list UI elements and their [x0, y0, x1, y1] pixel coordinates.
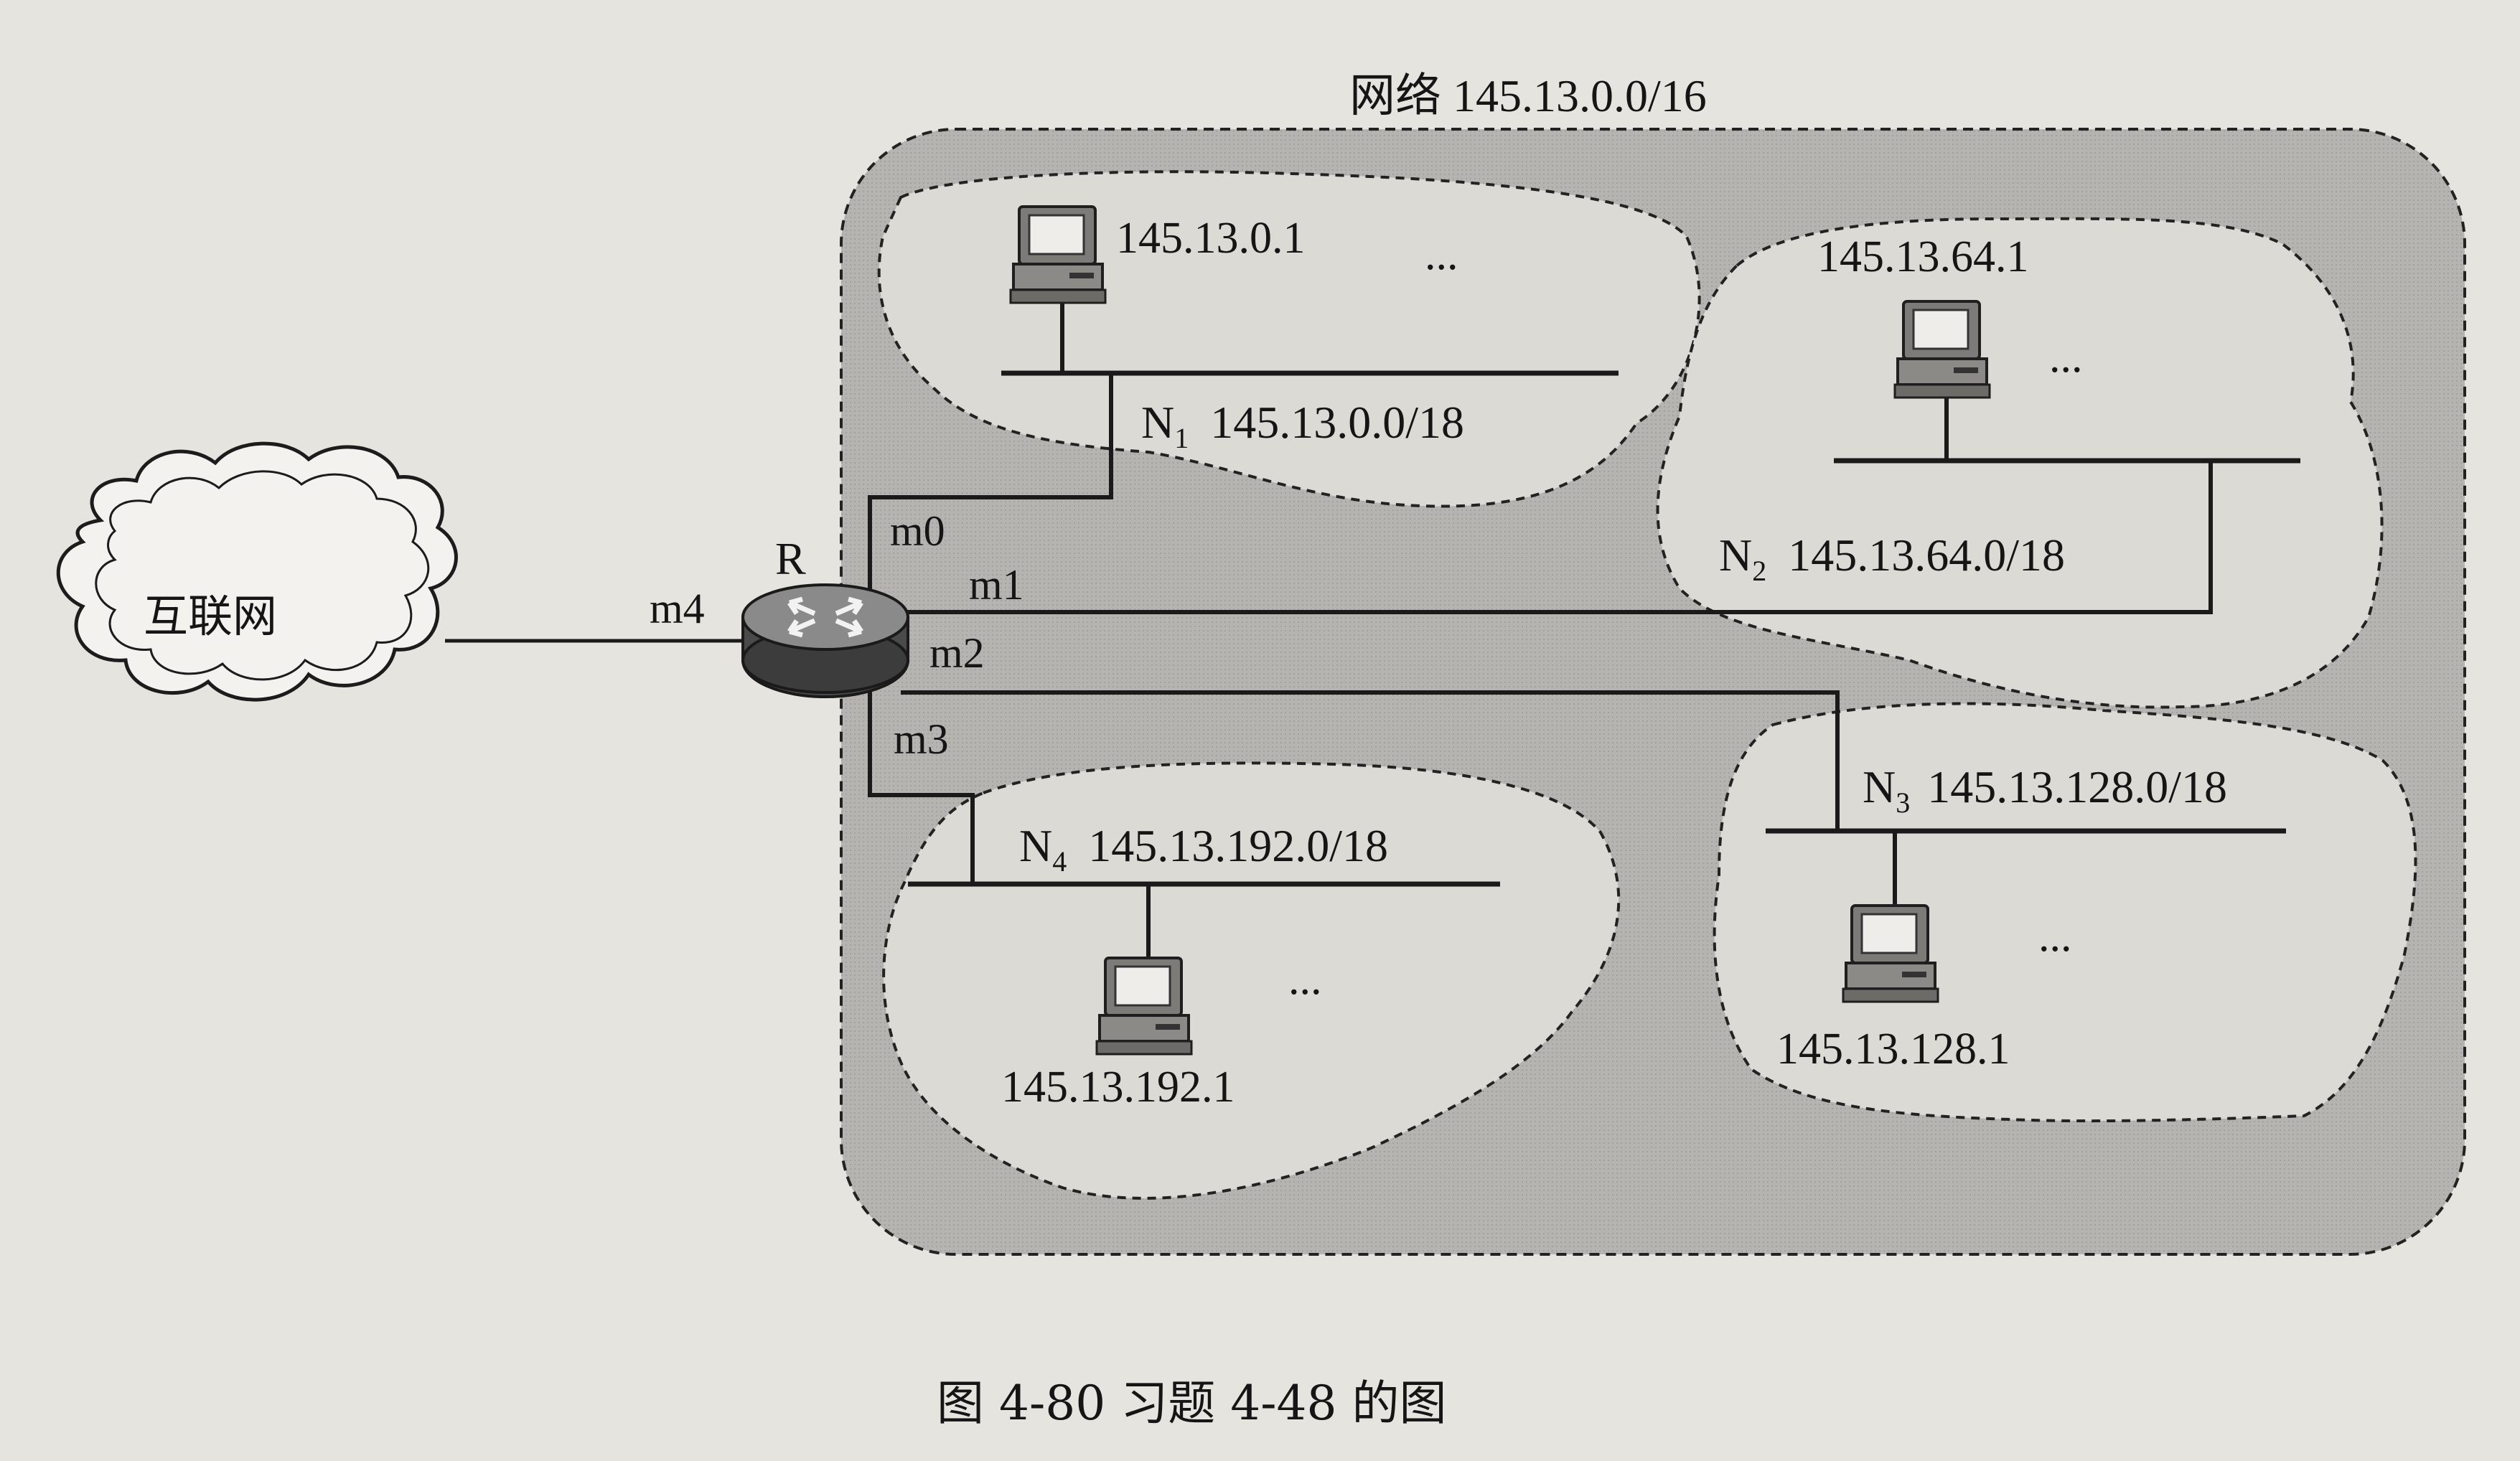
router-icon — [741, 583, 909, 699]
host-n3-more: ... — [2038, 912, 2072, 961]
host-n1-computer-icon — [1009, 205, 1107, 304]
subnet-n3-region — [1713, 702, 2417, 1123]
host-n3-computer-icon — [1842, 904, 1939, 1003]
link-m0 — [868, 373, 1113, 617]
figure-caption: 图 4-80 习题 4-48 的图 — [937, 1376, 1446, 1431]
host-n4-more: ... — [1288, 955, 1322, 1004]
port-label-m1: m1 — [969, 561, 1024, 609]
host-n1-more: ... — [1425, 230, 1458, 279]
host-n4-computer-icon — [1095, 957, 1193, 1056]
link-m2 — [901, 690, 1840, 831]
host-n3-ip: 145.13.128.1 — [1776, 1025, 2010, 1074]
subnet-n4-region — [882, 761, 1621, 1200]
port-label-m3: m3 — [894, 715, 949, 763]
network-title: 网络 145.13.0.0/16 — [1349, 70, 1707, 121]
host-n2-more: ... — [2049, 333, 2083, 382]
port-label-m4: m4 — [650, 585, 705, 632]
port-label-m2: m2 — [929, 629, 985, 677]
internet-cloud — [56, 441, 458, 702]
internet-label: 互联网 — [144, 593, 277, 642]
link-m3 — [868, 667, 975, 884]
port-label-m0: m0 — [890, 507, 945, 555]
link-m1 — [904, 461, 2213, 614]
host-n2-ip: 145.13.64.1 — [1817, 232, 2029, 281]
host-n4-ip: 145.13.192.1 — [1001, 1063, 1235, 1112]
router-label: R — [775, 533, 806, 584]
host-n2-computer-icon — [1893, 300, 1991, 399]
host-n1-ip: 145.13.0.1 — [1116, 214, 1306, 263]
